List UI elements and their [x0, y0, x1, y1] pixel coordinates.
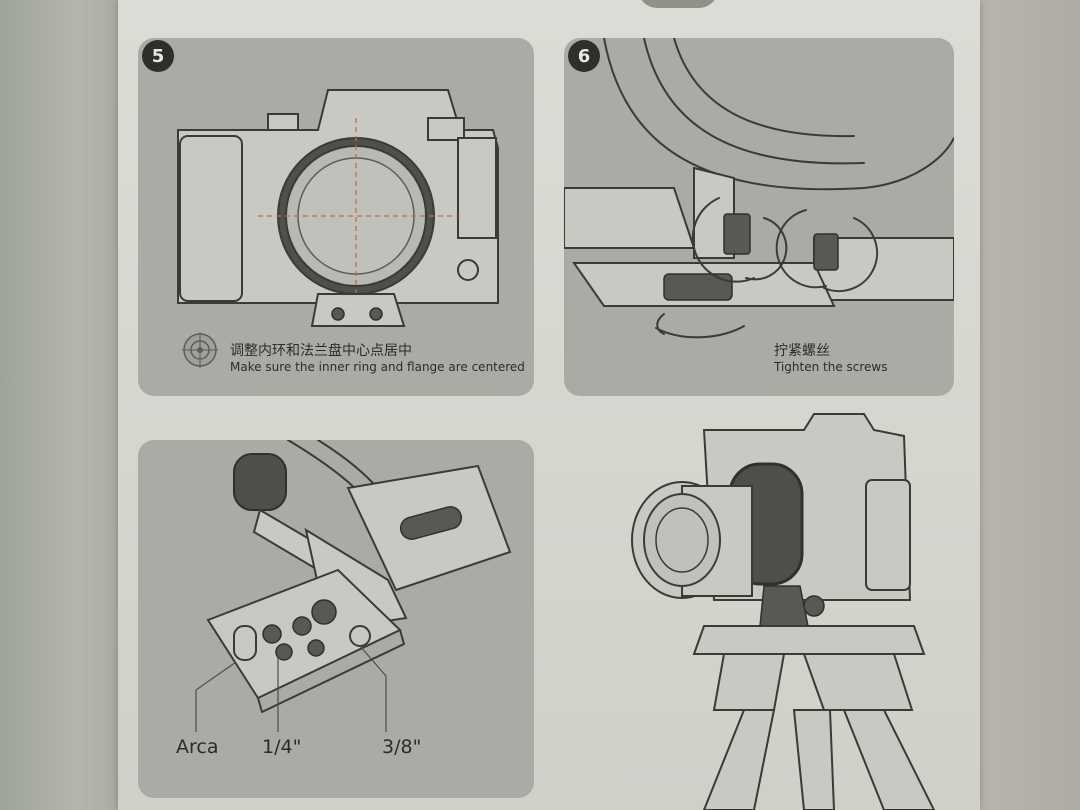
fabric-background-right [970, 0, 1080, 810]
step-5-caption-cn: 调整内环和法兰盘中心点居中 [230, 343, 412, 359]
step-6-panel: 6 拧紧螺丝 Tighten the screws [564, 38, 954, 396]
plate-detail-panel: Arca 1/4" 3/8" [138, 440, 534, 798]
step-6-badge: 6 [568, 40, 600, 72]
camera-front-illustration [177, 89, 499, 368]
arca-callout: Arca [176, 736, 219, 758]
three-eighths-callout: 3/8" [382, 736, 422, 758]
step-5-badge: 5 [142, 40, 174, 72]
tighten-screws-illustration [564, 38, 954, 339]
top-tab-shape [638, 0, 718, 8]
camera-on-tripod-illustration [631, 413, 936, 810]
base-plate-illustration [195, 440, 512, 732]
step-6-caption-en: Tighten the screws [774, 360, 888, 374]
step-5-caption-en: Make sure the inner ring and flange are … [230, 360, 525, 374]
fabric-background-left [0, 0, 130, 810]
instruction-sheet: 5 调整内环和法兰盘中心点居中 Make sure the inner ring… [118, 0, 980, 810]
step-5-panel: 5 调整内环和法兰盘中心点居中 Make sure the inner ring… [138, 38, 534, 396]
quarter-inch-callout: 1/4" [262, 736, 302, 758]
step-6-caption-cn: 拧紧螺丝 [774, 343, 830, 359]
